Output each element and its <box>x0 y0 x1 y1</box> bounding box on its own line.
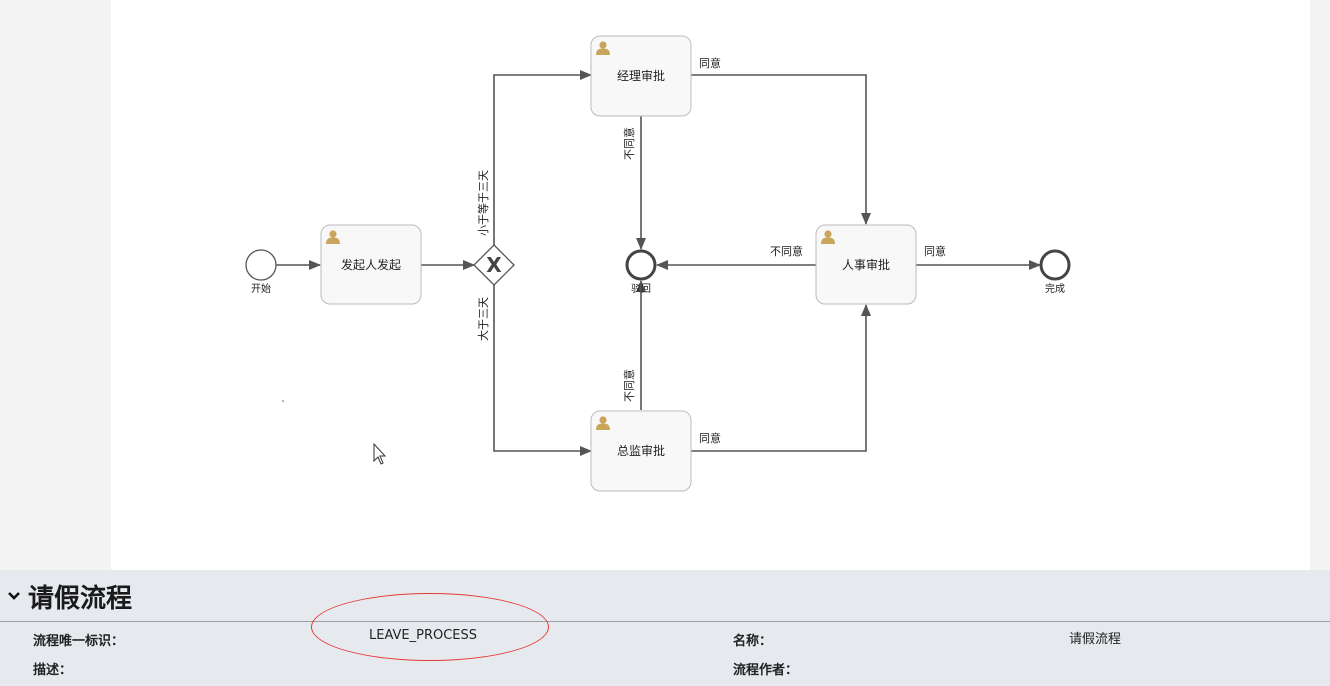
task-initiate[interactable]: 发起人发起 <box>320 224 422 305</box>
mouse-cursor-icon <box>373 442 387 465</box>
flow-label-hr-disagree: 不同意 <box>770 244 803 258</box>
end-complete-label: 完成 <box>1045 282 1065 295</box>
flow-label-gt3: 大于三天 <box>476 297 490 341</box>
task-hr-label: 人事审批 <box>842 257 890 272</box>
process-description-label: 描述： <box>33 663 73 678</box>
end-event-reject[interactable] <box>625 249 657 281</box>
exclusive-gateway[interactable]: X <box>473 244 515 286</box>
process-author-label: 流程作者： <box>733 663 799 678</box>
sequence-flows <box>276 70 1041 456</box>
process-id-label: 流程唯一标识： <box>33 634 125 649</box>
task-manager-approval[interactable]: 经理审批 <box>590 35 692 117</box>
process-name-value[interactable]: 请假流程 <box>1069 632 1122 647</box>
chevron-down-icon[interactable] <box>6 588 22 604</box>
bpmn-diagram: 开始 发起人发起 X 经理审批 总监审批 人事审批 驳回 完成 小于等于三天 大… <box>245 35 1071 492</box>
process-name-label: 名称： <box>733 634 773 649</box>
panel-header[interactable]: 请假流程 <box>0 570 1330 622</box>
process-properties-panel: 请假流程 流程唯一标识： LEAVE_PROCESS 名称： 请假流程 描述： … <box>0 570 1330 686</box>
flow-gateway-to-manager[interactable] <box>493 70 592 245</box>
highlight-ellipse <box>311 593 549 661</box>
flow-label-director-disagree: 不同意 <box>622 369 636 402</box>
left-gutter <box>0 0 111 570</box>
flow-label-director-agree: 同意 <box>699 431 721 445</box>
flow-gateway-to-director[interactable] <box>493 285 592 456</box>
task-initiate-label: 发起人发起 <box>341 257 401 272</box>
task-director-label: 总监审批 <box>617 443 665 458</box>
flow-director-to-hr[interactable] <box>691 304 871 452</box>
flow-label-hr-agree: 同意 <box>924 244 946 258</box>
diagram-canvas <box>111 0 1310 570</box>
task-director-approval[interactable]: 总监审批 <box>590 410 692 492</box>
start-event-label: 开始 <box>251 282 271 295</box>
flow-label-manager-agree: 同意 <box>699 56 721 70</box>
end-reject-label: 驳回 <box>631 283 651 295</box>
right-gutter <box>1310 0 1330 570</box>
start-event[interactable] <box>245 249 277 281</box>
task-hr-approval[interactable]: 人事审批 <box>815 224 917 305</box>
task-manager-label: 经理审批 <box>617 68 665 83</box>
end-event-complete[interactable] <box>1039 249 1071 281</box>
stray-mark <box>281 399 285 403</box>
flow-label-manager-disagree: 不同意 <box>622 127 636 160</box>
flow-manager-to-hr[interactable] <box>691 74 871 225</box>
flow-label-le3: 小于等于三天 <box>476 170 490 236</box>
panel-title: 请假流程 <box>28 584 133 614</box>
gateway-x-icon: X <box>486 253 502 277</box>
